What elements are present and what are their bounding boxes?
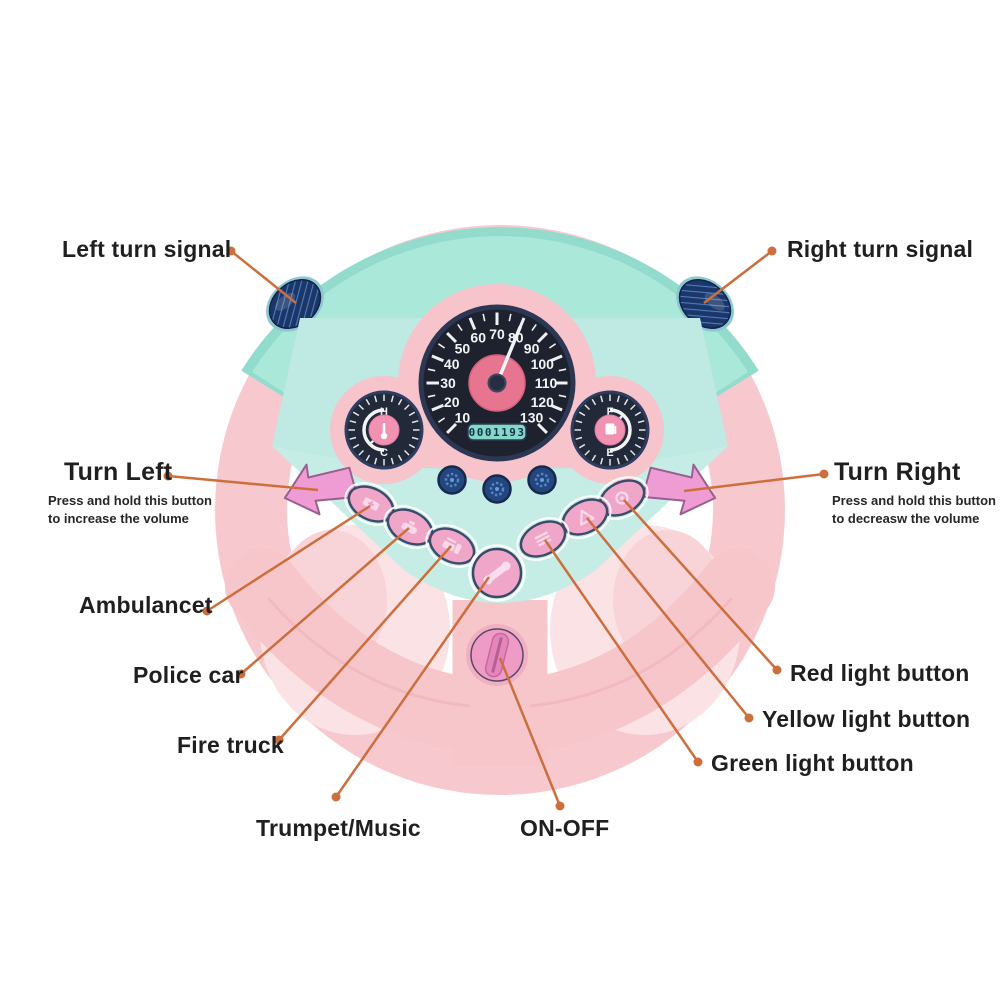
speedometer-number-70: 70 bbox=[489, 326, 505, 342]
speedometer-numbers: 102030405060708090100110120130 bbox=[440, 326, 557, 426]
ambulance-icon bbox=[362, 497, 380, 511]
turn-left-button bbox=[283, 463, 359, 516]
speedometer-number-20: 20 bbox=[444, 394, 460, 410]
note-turn-right: Press and hold this button to decreasw t… bbox=[832, 492, 996, 528]
red-light-icon bbox=[615, 491, 629, 505]
green-light-button bbox=[516, 517, 570, 561]
label-yellow-light: Yellow light button bbox=[762, 706, 971, 732]
callout-line-yellow-light bbox=[586, 517, 750, 719]
yellow-light-icon bbox=[579, 509, 595, 526]
fuel-gauge-ticks bbox=[574, 394, 646, 466]
speedometer-number-120: 120 bbox=[531, 394, 555, 410]
label-red-light: Red light button bbox=[790, 660, 970, 686]
note-turn-left-line2: to increase the volume bbox=[48, 511, 189, 526]
label-fire-truck: Fire truck bbox=[177, 732, 284, 758]
callout-line-turn-left bbox=[167, 474, 319, 492]
callout-line-green-light bbox=[543, 539, 700, 763]
police-car-icon bbox=[401, 520, 418, 535]
note-turn-left-line1: Press and hold this button bbox=[48, 493, 212, 508]
speedometer-ticks bbox=[426, 312, 568, 434]
callout-line-fire-truck bbox=[278, 545, 452, 741]
callout-dots bbox=[163, 246, 829, 811]
indicator-light-left bbox=[437, 465, 467, 495]
rotary-knob-icon bbox=[484, 632, 510, 678]
label-police-car: Police car bbox=[133, 662, 244, 688]
temperature-gauge: H C bbox=[344, 390, 424, 470]
speedometer-hub bbox=[487, 373, 507, 393]
note-turn-right-line1: Press and hold this button bbox=[832, 493, 996, 508]
fuel-gauge-f-label: F bbox=[607, 406, 614, 418]
callout-line-turn-right bbox=[683, 472, 825, 493]
label-left-turn-signal: Left turn signal bbox=[62, 236, 232, 262]
label-turn-right: Turn Right bbox=[834, 458, 961, 486]
speedometer-needle bbox=[495, 325, 522, 385]
speedometer-number-40: 40 bbox=[444, 356, 460, 372]
fuel-gauge: F E bbox=[570, 390, 650, 470]
fire-truck-button bbox=[425, 524, 479, 568]
callout-lines bbox=[167, 250, 825, 807]
trumpet-music-button bbox=[468, 544, 526, 602]
callout-line-trumpet bbox=[334, 576, 491, 798]
thermometer-icon bbox=[380, 423, 388, 440]
speedometer: 102030405060708090100110120130 0001193 bbox=[418, 304, 576, 462]
temperature-gauge-ticks bbox=[348, 394, 420, 466]
callout-line-red-light bbox=[623, 499, 778, 671]
temp-gauge-c-label: C bbox=[380, 447, 388, 459]
callout-line-right-turn-signal bbox=[703, 250, 773, 304]
green-light-icon bbox=[534, 531, 552, 547]
label-trumpet-music: Trumpet/Music bbox=[256, 815, 421, 841]
note-turn-left: Press and hold this button to increase t… bbox=[48, 492, 212, 528]
indicator-light-center bbox=[482, 474, 512, 504]
speedometer-number-50: 50 bbox=[455, 340, 471, 356]
odometer-value: 0001193 bbox=[469, 426, 526, 439]
label-ambulance: Ambulancet bbox=[79, 592, 213, 618]
callout-line-on-off bbox=[498, 657, 562, 807]
callout-line-left-turn-signal bbox=[230, 250, 297, 304]
label-on-off: ON-OFF bbox=[520, 815, 610, 841]
speedometer-number-90: 90 bbox=[524, 340, 540, 356]
speedometer-number-130: 130 bbox=[520, 410, 544, 426]
temp-gauge-h-label: H bbox=[380, 406, 388, 418]
indicator-light-right bbox=[527, 465, 557, 495]
label-right-turn-signal: Right turn signal bbox=[787, 236, 974, 262]
turn-right-button bbox=[641, 463, 717, 516]
speedometer-number-110: 110 bbox=[535, 375, 558, 391]
speedometer-number-10: 10 bbox=[455, 410, 471, 426]
fuel-gauge-e-label: E bbox=[606, 447, 613, 459]
callout-line-police-car bbox=[240, 527, 410, 675]
odometer-display bbox=[467, 423, 527, 441]
label-green-light: Green light button bbox=[711, 750, 914, 776]
callout-line-ambulance bbox=[206, 504, 371, 613]
on-off-knob bbox=[466, 624, 528, 686]
right-arrow-icon bbox=[641, 463, 717, 516]
indicator-lights bbox=[437, 465, 557, 504]
speedometer-number-60: 60 bbox=[470, 330, 486, 346]
fire-truck-icon bbox=[442, 537, 462, 555]
note-turn-right-line2: to decreasw the volume bbox=[832, 511, 980, 526]
left-arrow-icon bbox=[283, 463, 359, 516]
speedometer-number-30: 30 bbox=[440, 375, 456, 391]
fuel-pump-icon bbox=[605, 423, 617, 435]
speedometer-number-100: 100 bbox=[531, 356, 555, 372]
label-turn-left: Turn Left bbox=[64, 458, 173, 486]
